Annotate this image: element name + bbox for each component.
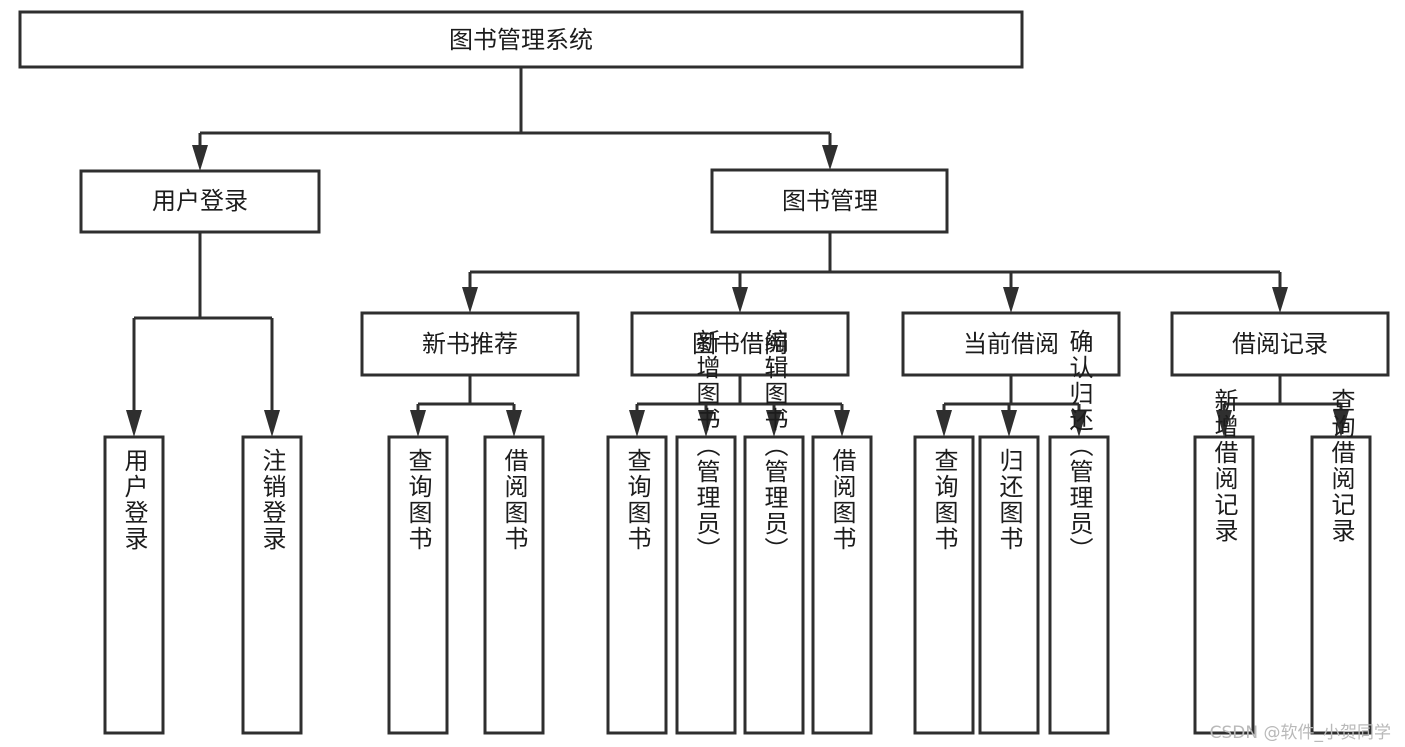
leaf-new-book-2-box[interactable] <box>483 435 545 735</box>
leaf-book-borrow-2-label: 新增图书（管理员） <box>692 329 720 563</box>
arrowhead-leaf-borrowrecord-2 <box>1333 410 1349 437</box>
leaf-node[interactable]: 借阅图书 <box>811 435 873 735</box>
arrowhead-leaf-bookborrow-1 <box>629 410 645 437</box>
node-user-login[interactable]: 用户登录 <box>79 169 321 234</box>
leaf-new-book-1-box[interactable] <box>387 435 449 735</box>
arrowhead-leaf-bookborrow-3 <box>766 410 782 437</box>
leaf-user-login-1-label: 用户登录 <box>120 448 148 552</box>
node-current-borrow[interactable]: 当前借阅 <box>901 311 1121 377</box>
leaf-borrow-record-2-label: 查询借阅记录 <box>1327 388 1355 544</box>
leaf-book-borrow-1-label: 查询图书 <box>623 448 651 552</box>
leaf-node[interactable]: 查询图书 <box>913 435 975 735</box>
leaf-user-login-1-box[interactable] <box>103 435 165 735</box>
leaf-node[interactable]: 注销登录 <box>241 435 303 735</box>
leaf-node[interactable]: 查询图书 <box>387 435 449 735</box>
node-book-manage[interactable]: 图书管理 <box>710 168 949 234</box>
leaf-book-borrow-3-label: 编辑图书（管理员） <box>760 329 788 563</box>
arrowhead-leaf-newbook-1 <box>410 410 426 437</box>
leaf-node[interactable]: 用户登录 <box>103 435 165 735</box>
node-root[interactable]: 图书管理系统 <box>18 10 1024 69</box>
arrowhead-current-borrow <box>1003 287 1019 313</box>
arrowhead-leaf-bookborrow-4 <box>834 410 850 437</box>
arrowhead-leaf-newbook-2 <box>506 410 522 437</box>
node-book-borrow-label: 图书借阅 <box>692 330 788 358</box>
node-user-login-box[interactable] <box>79 169 321 234</box>
node-book-manage-box[interactable] <box>710 168 949 234</box>
leaf-current-borrow-2-box[interactable] <box>978 435 1040 735</box>
leaf-current-borrow-1-box[interactable] <box>913 435 975 735</box>
arrowhead-book-borrow <box>732 287 748 313</box>
leaf-node[interactable]: 新增借阅记录 <box>1193 388 1255 735</box>
leaf-node[interactable]: 查询图书 <box>606 435 668 735</box>
arrowhead-leaf-currentborrow-1 <box>936 410 952 437</box>
arrowhead-user-login <box>192 145 208 171</box>
node-current-borrow-box[interactable] <box>901 311 1121 377</box>
leaf-current-borrow-1-label: 查询图书 <box>930 448 958 552</box>
leaf-node[interactable]: 查询借阅记录 <box>1310 388 1372 735</box>
leaf-current-borrow-3-box[interactable] <box>1048 435 1110 735</box>
node-root-box[interactable] <box>18 10 1024 69</box>
arrowhead-borrow-record <box>1272 287 1288 313</box>
leaf-node[interactable]: 新增图书（管理员） <box>675 329 737 735</box>
node-book-borrow[interactable]: 图书借阅 <box>630 311 850 377</box>
leaf-current-borrow-3-label: 确认归还（管理员） <box>1065 329 1093 563</box>
arrowhead-leaf-userlogin-2 <box>264 410 280 437</box>
leaf-book-borrow-2-box[interactable] <box>675 435 737 735</box>
arrowhead-leaf-currentborrow-2 <box>1001 410 1017 437</box>
leaf-node[interactable]: 确认归还（管理员） <box>1048 329 1110 735</box>
leaf-borrow-record-1-label: 新增借阅记录 <box>1210 388 1238 544</box>
leaf-book-borrow-1-box[interactable] <box>606 435 668 735</box>
leaf-node[interactable]: 归还图书 <box>978 435 1040 735</box>
node-user-login-label: 用户登录 <box>152 187 248 215</box>
leaf-book-borrow-4-box[interactable] <box>811 435 873 735</box>
node-borrow-record-label: 借阅记录 <box>1232 330 1328 358</box>
leaf-book-borrow-3-box[interactable] <box>743 435 805 735</box>
leaf-borrow-record-1-box[interactable] <box>1193 435 1255 735</box>
node-current-borrow-label: 当前借阅 <box>963 330 1059 358</box>
leaf-new-book-2-label: 借阅图书 <box>500 448 528 552</box>
leaf-book-borrow-4-label: 借阅图书 <box>828 448 856 552</box>
leaf-user-login-2-box[interactable] <box>241 435 303 735</box>
leaf-new-book-1-label: 查询图书 <box>404 448 432 552</box>
node-borrow-record-box[interactable] <box>1170 311 1390 377</box>
node-new-book-box[interactable] <box>360 311 580 377</box>
arrowhead-leaf-bookborrow-2 <box>698 410 714 437</box>
arrowhead-leaf-currentborrow-3 <box>1071 410 1087 437</box>
node-new-book-label: 新书推荐 <box>422 330 518 358</box>
csdn-watermark: CSDN @软件_小贺同学 <box>1209 723 1391 743</box>
arrowhead-leaf-userlogin-1 <box>126 410 142 437</box>
leaf-current-borrow-2-label: 归还图书 <box>995 448 1023 552</box>
leaf-node[interactable]: 编辑图书（管理员） <box>743 329 805 735</box>
node-new-book[interactable]: 新书推荐 <box>360 311 580 377</box>
node-book-manage-label: 图书管理 <box>782 187 878 215</box>
leaf-borrow-record-2-box[interactable] <box>1310 435 1372 735</box>
leaf-user-login-2-label: 注销登录 <box>258 448 286 552</box>
leaf-node[interactable]: 借阅图书 <box>483 435 545 735</box>
arrowhead-book-manage <box>822 145 838 170</box>
node-root-label: 图书管理系统 <box>449 26 593 54</box>
arrowhead-new-book <box>462 287 478 313</box>
connector-layer <box>126 67 1349 437</box>
node-borrow-record[interactable]: 借阅记录 <box>1170 311 1390 377</box>
node-book-borrow-box[interactable] <box>630 311 850 377</box>
arrowhead-leaf-borrowrecord-1 <box>1216 410 1232 437</box>
